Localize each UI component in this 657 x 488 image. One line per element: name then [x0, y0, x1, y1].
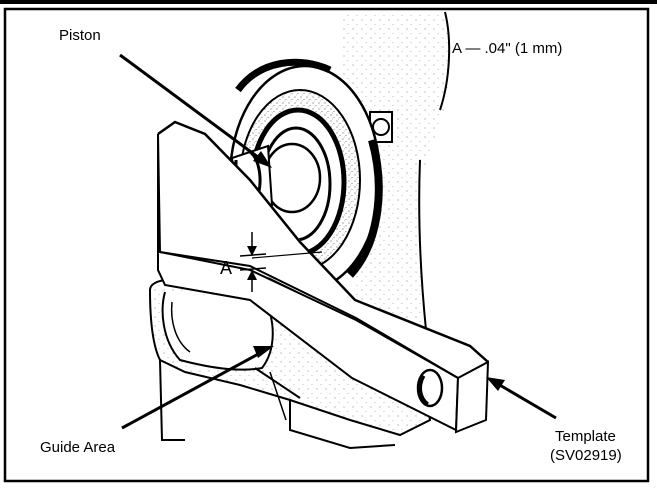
engine-block [340, 11, 452, 350]
piston-label: Piston [59, 27, 101, 44]
figure-frame [3, 7, 650, 483]
leader-template-arrow [486, 377, 557, 420]
template-tool [157, 120, 490, 434]
leader-piston-arrow [119, 53, 272, 168]
cropped-heading [0, 0, 657, 4]
dimension-a-marker [239, 232, 267, 292]
template-label-line2: (SV02919) [550, 447, 622, 464]
gap-line [251, 251, 323, 259]
guide-area-label: Guide Area [40, 439, 116, 456]
template-label-line1: Template [555, 428, 616, 445]
leader-guide-arrow [121, 346, 274, 430]
dimension-letter-a: A [220, 258, 233, 278]
dimension-note: A — .04" (1 mm) [452, 40, 563, 57]
